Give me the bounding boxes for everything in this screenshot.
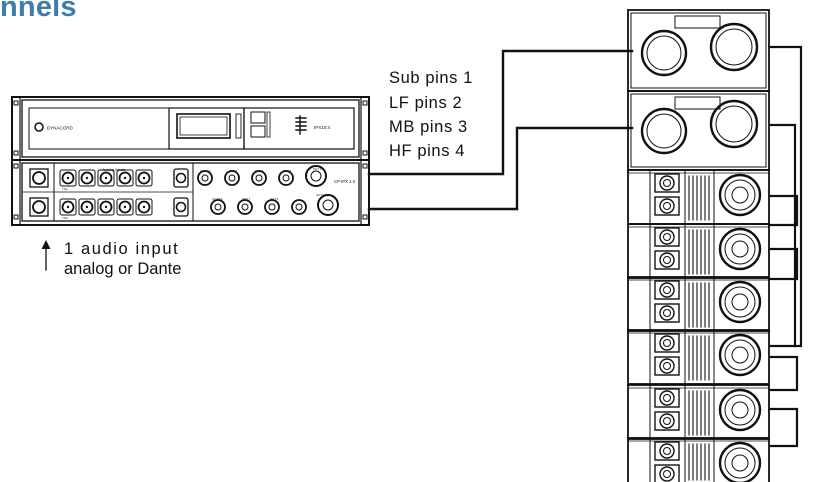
out-label-7: OUT 7 [242,197,251,201]
line-array-element [627,169,770,225]
mid-driver [659,198,675,214]
xlr-output-connector [173,197,189,217]
speakon-8-connector [317,194,339,216]
speakon-connector [278,170,294,186]
xlr-connector [78,198,96,216]
mid-driver [659,358,675,374]
subwoofer-cabinet-bottom [627,90,770,171]
xlr-output-connector [173,168,189,188]
xlr-connector [59,198,77,216]
driver-box [654,196,680,216]
mb-pins-label: MB pins 3 [389,118,468,136]
thru-label-bottom: Thru [62,216,69,220]
xlr-connector [116,169,134,187]
driver-box [654,333,680,353]
mid-driver [659,175,675,191]
xlr-connector [97,169,115,187]
woofer [718,227,762,271]
analog-dante-label: analog or Dante [64,260,182,278]
xlr-connector [116,198,134,216]
driver-box [654,441,680,461]
woofer [718,280,762,324]
line-array-element [627,384,770,440]
amplifier-front: DYNACORD IPX10:4 [11,96,370,161]
driver-box [654,303,680,323]
model-label: IPX10:4 [314,125,331,130]
card-label: CP-IPX 1-2 [334,179,356,184]
thru-label-top: Thru [62,187,69,191]
mid-driver [659,335,675,351]
mid-driver [659,413,675,429]
mid-driver [659,305,675,321]
speakon-connector [224,170,240,186]
driver-box [654,356,680,376]
line-array-element [627,437,770,482]
driver-box [654,280,680,300]
combo-input-connector [29,168,49,188]
mid-driver [659,443,675,459]
speakon-connector [264,199,280,215]
speakon-connector [210,199,226,215]
mid-driver [659,282,675,298]
mid-driver [659,252,675,268]
speakon-8-connector [305,165,327,187]
driver-box [654,464,680,482]
driver-box [654,227,680,247]
woofer [718,333,762,377]
speakon-connector [251,170,267,186]
line-array-element [627,276,770,332]
speakon-connector [197,170,213,186]
driver-box [654,250,680,270]
out-label-8: OUT 8 [270,197,279,201]
sub-pins-label: Sub pins 1 [389,69,473,87]
xlr-connector [135,198,153,216]
woofer [718,388,762,432]
link-cables [768,45,803,448]
out-label-6: OUT 5/6 [212,197,223,201]
line-array-element [627,329,770,385]
amplifier-rear: Analog Inputs CP-IPX 1-2 Thru Thru OUT 1… [11,159,370,226]
driver-box [654,388,680,408]
audio-input-label: 1 audio input [64,240,180,258]
mid-driver [659,466,675,482]
xlr-connector [59,169,77,187]
out-label-9: OUT 5-8 [316,193,327,197]
xlr-connector [97,198,115,216]
xlr-connector [78,169,96,187]
line-array-element [627,223,770,279]
lf-pins-label: LF pins 2 [389,94,463,112]
driver-box [654,173,680,193]
input-arrow [41,240,51,271]
cable-sub-lf [367,49,634,211]
speakon-connector [291,199,307,215]
mid-driver [659,390,675,406]
woofer [718,173,762,217]
mid-driver [659,229,675,245]
xlr-connector [135,169,153,187]
brand-label: DYNACORD [47,126,74,131]
subwoofer-cabinet-top [627,9,770,92]
page-title: nnels [0,0,77,23]
woofer [718,441,762,482]
speakon-connector [237,199,253,215]
out-label-5: OUT 1-4 [313,167,324,171]
hf-pins-label: HF pins 4 [389,142,466,160]
combo-input-connector [29,197,49,217]
driver-box [654,411,680,431]
